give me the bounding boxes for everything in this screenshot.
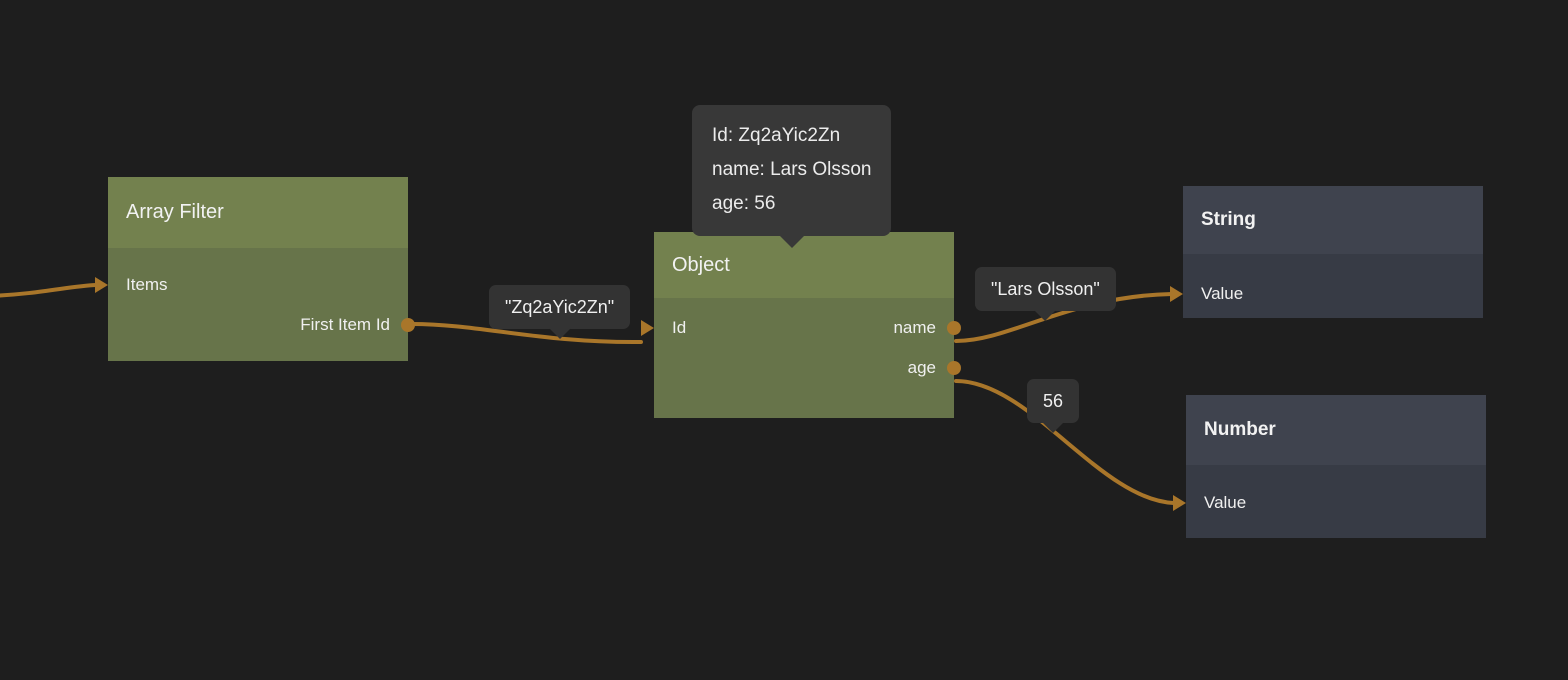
port-label-age: age (907, 358, 936, 377)
port-label-id: Id (672, 318, 687, 337)
port-label-value: Value (1201, 284, 1244, 303)
node-body-string: Value (1170, 254, 1483, 318)
port-row-items[interactable]: Items (95, 265, 408, 305)
port-row-number-value[interactable]: Value (1173, 483, 1486, 523)
input-port-icon[interactable] (641, 320, 654, 336)
port-label-first-item-id: First Item Id (300, 315, 390, 334)
output-port-icon[interactable] (401, 318, 415, 332)
input-port-icon[interactable] (1173, 495, 1186, 511)
node-body-number: Value (1173, 465, 1486, 538)
edge-label-text: "Lars Olsson" (991, 279, 1100, 299)
edge-label-age-value[interactable]: 56 (1027, 379, 1080, 434)
tooltip-line-name: name: Lars Olsson (712, 158, 872, 180)
node-title-array-filter: Array Filter (108, 177, 408, 248)
node-title-number: Number (1186, 395, 1486, 465)
output-port-icon[interactable] (947, 321, 961, 335)
input-port-icon[interactable] (95, 277, 108, 293)
node-title-text: Array Filter (126, 201, 224, 223)
tooltip-line-age: age: 56 (712, 192, 776, 214)
bubble-tail-icon (548, 328, 571, 340)
port-row-age[interactable]: age (654, 348, 961, 388)
tooltip-object-preview: Id: Zq2aYic2Zn name: Lars Olsson age: 56 (692, 105, 892, 249)
node-title-string: String (1183, 186, 1483, 254)
node-title-text: String (1201, 209, 1256, 230)
node-body-array-filter: Items First Item Id (95, 248, 415, 361)
tooltip-line-id: Id: Zq2aYic2Zn (712, 125, 841, 146)
port-row-name[interactable]: name (654, 308, 961, 348)
port-label-name: name (893, 318, 936, 337)
port-row-first-item-id[interactable]: First Item Id (108, 305, 415, 345)
node-number[interactable]: Number Value (1173, 395, 1486, 538)
edge-label-text: 56 (1043, 391, 1064, 411)
port-label-value: Value (1204, 493, 1247, 512)
node-object[interactable]: Object Id name age (641, 232, 961, 418)
output-port-icon[interactable] (947, 361, 961, 375)
node-string[interactable]: String Value (1170, 186, 1483, 318)
edge-label-name-value[interactable]: "Lars Olsson" (975, 267, 1116, 322)
node-title-object: Object (654, 232, 954, 298)
bubble-tail-icon (1034, 310, 1057, 322)
edge-label-first-item-id[interactable]: "Zq2aYic2Zn" (489, 285, 631, 340)
bubble-tail-icon (1042, 422, 1065, 434)
node-title-text: Number (1204, 419, 1276, 440)
node-title-text: Object (672, 253, 730, 276)
port-label-items: Items (126, 275, 168, 294)
port-row-id[interactable]: Id (641, 308, 954, 348)
input-port-icon[interactable] (1170, 286, 1183, 302)
node-body-object: Id name age (641, 298, 961, 418)
edge-label-text: "Zq2aYic2Zn" (505, 297, 615, 317)
tooltip-tail-icon (779, 236, 804, 249)
edge-incoming-items (0, 283, 98, 298)
port-row-string-value[interactable]: Value (1170, 274, 1483, 314)
node-array-filter[interactable]: Array Filter Items First Item Id (95, 177, 415, 361)
